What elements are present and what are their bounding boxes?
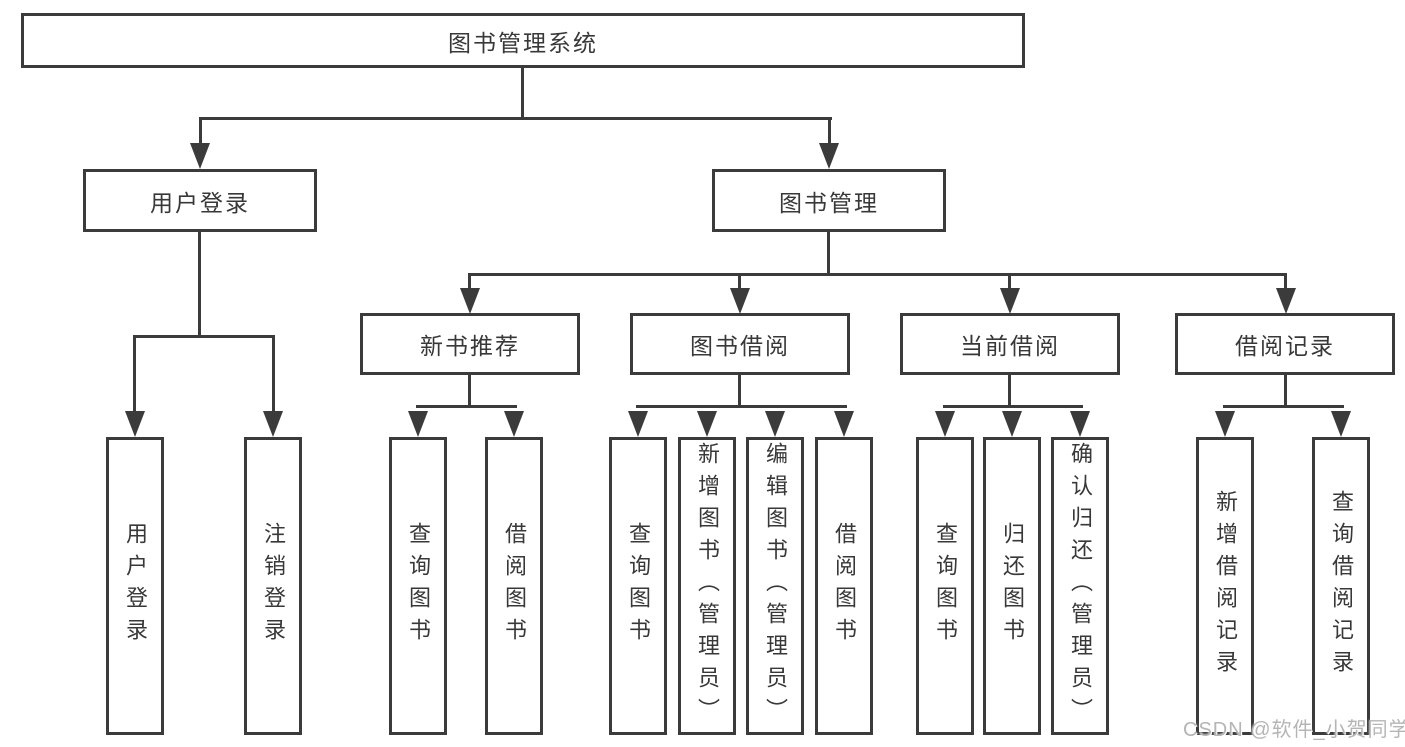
node-user-login: 用户登录 <box>83 169 317 232</box>
arrowhead-icon <box>1331 411 1351 437</box>
arrowhead-icon <box>628 411 648 437</box>
connector-line <box>738 375 741 408</box>
connector-line <box>738 273 741 291</box>
connector-line <box>1008 375 1011 408</box>
node-leaf-query-books-2: 查询图书 <box>609 437 667 735</box>
connector-line <box>468 273 1287 276</box>
arrowhead-icon <box>834 411 854 437</box>
arrowhead-icon <box>460 288 480 314</box>
node-leaf-edit-books-admin: 编辑图书（管理员） <box>746 437 804 735</box>
node-leaf-query-books-3: 查询图书 <box>916 437 974 735</box>
connector-line <box>943 405 1083 408</box>
node-leaf-query-books-1: 查询图书 <box>389 437 447 735</box>
arrowhead-icon <box>697 411 717 437</box>
arrowhead-icon <box>935 411 955 437</box>
node-leaf-return-books: 归还图书 <box>983 437 1041 735</box>
arrowhead-icon <box>765 411 785 437</box>
node-leaf-borrow-books-1: 借阅图书 <box>485 437 543 735</box>
arrowhead-icon <box>408 411 428 437</box>
node-library-management-system: 图书管理系统 <box>21 13 1025 68</box>
connector-line <box>272 335 275 413</box>
connector-line <box>1284 273 1287 291</box>
node-leaf-confirm-return-admin: 确认归还（管理员） <box>1051 437 1109 735</box>
node-leaf-logout: 注销登录 <box>244 437 302 735</box>
connector-line <box>198 232 201 338</box>
arrowhead-icon <box>819 143 839 169</box>
connector-line <box>827 232 830 276</box>
connector-line <box>828 117 831 147</box>
csdn-watermark: CSDN @软件_小贺同学 <box>1183 719 1405 741</box>
arrowhead-icon <box>125 411 145 437</box>
node-leaf-add-books-admin: 新增图书（管理员） <box>678 437 736 735</box>
connector-line <box>199 117 202 147</box>
arrowhead-icon <box>263 411 283 437</box>
node-leaf-user-login: 用户登录 <box>106 437 164 735</box>
node-new-book-recommendation: 新书推荐 <box>360 313 580 375</box>
node-book-management: 图书管理 <box>712 169 946 232</box>
connector-line <box>199 117 832 120</box>
connector-line <box>133 335 136 413</box>
connector-line <box>468 375 471 408</box>
connector-line <box>1008 273 1011 291</box>
node-current-borrowing: 当前借阅 <box>900 313 1120 375</box>
arrowhead-icon <box>504 411 524 437</box>
connector-line <box>416 405 517 408</box>
arrowhead-icon <box>730 288 750 314</box>
arrowhead-icon <box>1276 288 1296 314</box>
connector-line <box>521 68 524 120</box>
arrowhead-icon <box>190 143 210 169</box>
arrowhead-icon <box>1000 288 1020 314</box>
connector-line <box>1284 375 1287 408</box>
arrowhead-icon <box>1070 411 1090 437</box>
arrowhead-icon <box>1002 411 1022 437</box>
arrowhead-icon <box>1215 411 1235 437</box>
node-book-borrowing: 图书借阅 <box>630 313 850 375</box>
node-leaf-add-borrow-record: 新增借阅记录 <box>1196 437 1254 735</box>
node-leaf-query-borrow-record: 查询借阅记录 <box>1312 437 1370 735</box>
node-borrowing-records: 借阅记录 <box>1175 313 1395 375</box>
connector-line <box>1223 405 1344 408</box>
connector-line <box>636 405 847 408</box>
connector-line <box>468 273 471 291</box>
node-leaf-borrow-books-2: 借阅图书 <box>815 437 873 735</box>
connector-line <box>133 335 275 338</box>
